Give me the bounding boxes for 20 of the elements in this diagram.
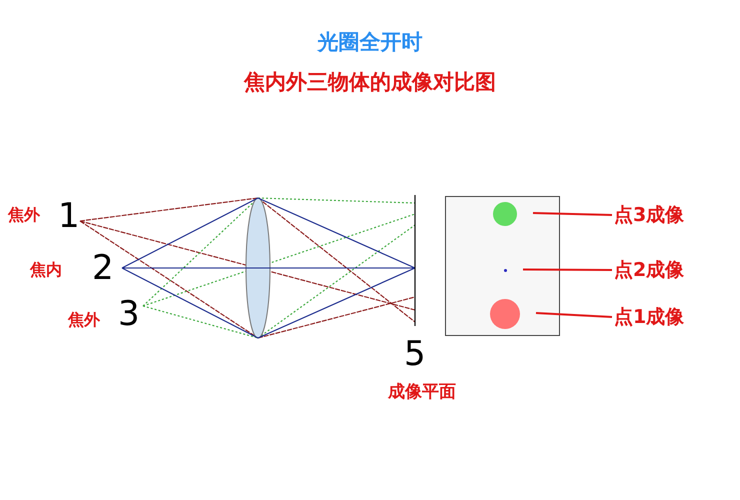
subtitle: 焦内外三物体的成像对比图 [242,68,497,96]
leader-line [536,312,612,318]
plane-label: 成像平面 [388,381,456,403]
point-number: 1 [58,196,80,236]
spot-label: 点3成像 [614,203,684,227]
point-number: 5 [404,334,426,374]
region-label: 焦外 [68,310,100,331]
image-spot [490,299,520,329]
image-spot [504,269,507,272]
image-preview-panel [445,196,560,336]
image-spot [493,202,517,226]
leader-line [532,212,612,216]
leader-line [523,268,612,271]
title: 光圈全开时 [316,28,424,56]
spot-label: 点1成像 [614,305,684,329]
point-number: 3 [118,294,140,334]
region-label: 焦内 [30,260,62,281]
spot-label: 点2成像 [614,258,684,282]
point-number: 2 [92,248,114,288]
region-label: 焦外 [8,205,40,226]
